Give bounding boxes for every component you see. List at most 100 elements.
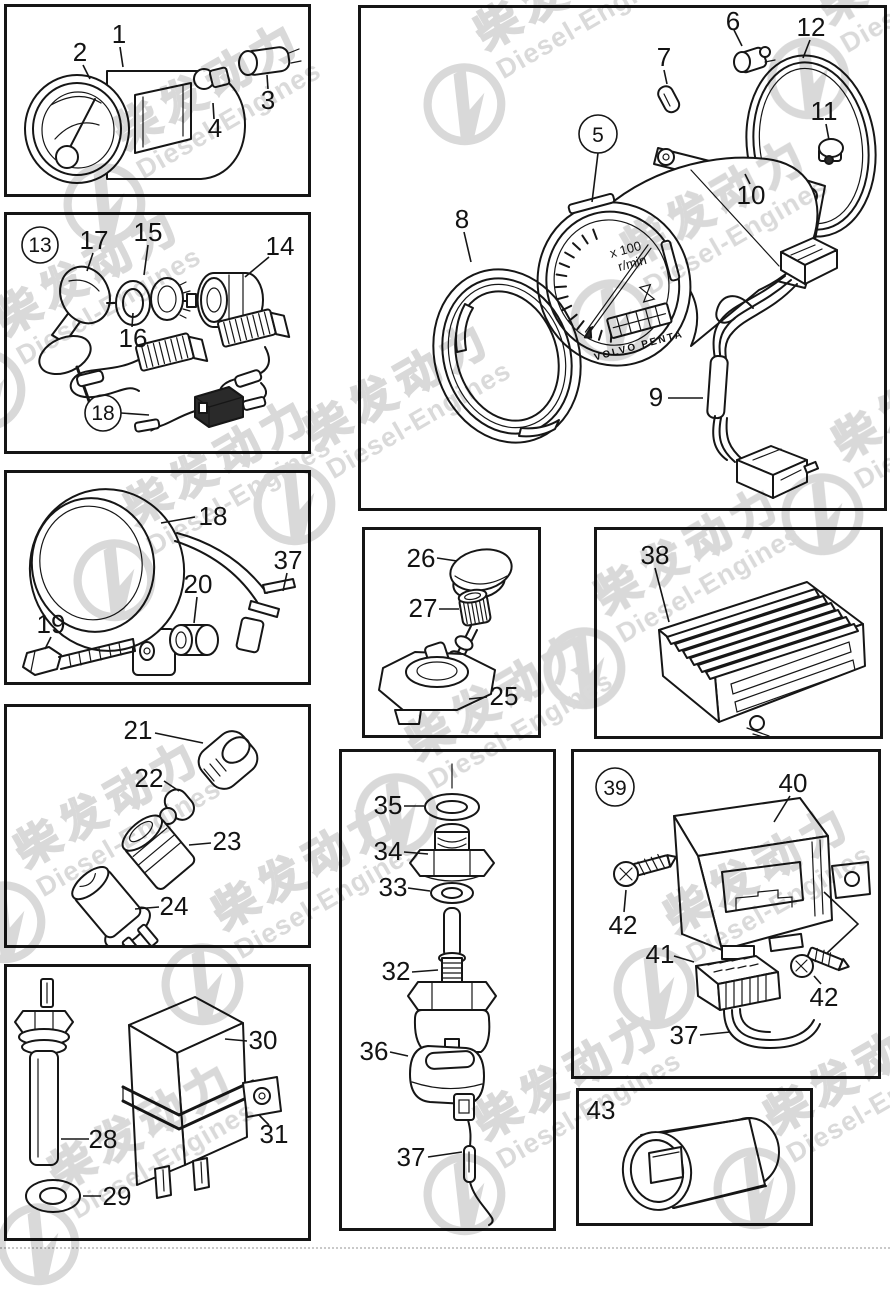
gauge-rear-drawing: 18 37 20 19 xyxy=(22,488,303,676)
callout-35: 35 xyxy=(374,790,403,820)
callout-8: 8 xyxy=(455,204,469,234)
nut-part-21 xyxy=(197,730,259,790)
bulb-socket-drawing: 21 22 23 24 xyxy=(71,715,259,945)
wiring-harness-part-18 xyxy=(69,308,291,433)
cable-part-37 xyxy=(463,1119,494,1226)
ignition-switch-kit-drawing: 13 17 15 14 16 18 xyxy=(21,217,295,433)
callout-37: 37 xyxy=(670,1020,699,1050)
connector-block-1 xyxy=(135,332,209,372)
dial-unit-label: r/min xyxy=(616,252,648,274)
rim-slot xyxy=(660,239,681,282)
harness-sleeve xyxy=(706,354,729,420)
socket-part-3 xyxy=(238,46,302,76)
panel-gauge-with-bulb: 1 2 3 4 xyxy=(4,4,311,197)
ring-tab xyxy=(518,419,560,438)
panel-sender-relay: 30 31 28 29 xyxy=(4,964,311,1241)
fuse-box xyxy=(194,386,244,428)
callout-42: 42 xyxy=(609,910,638,940)
callout-31: 31 xyxy=(260,1119,289,1149)
callout-29: 29 xyxy=(103,1181,132,1211)
page-edge-dots xyxy=(0,1247,890,1249)
knurled-nut-part-27 xyxy=(457,588,492,627)
callout-11: 11 xyxy=(811,96,838,126)
washer-part-33 xyxy=(430,882,474,904)
callout-39: 39 xyxy=(603,777,626,800)
callout-14: 14 xyxy=(266,231,295,261)
holder-part-36 xyxy=(409,1045,485,1121)
bulb-part-4 xyxy=(193,66,231,90)
callout-9: 9 xyxy=(649,382,663,412)
callouts: 43 xyxy=(587,1095,616,1125)
callouts: 26 27 25 xyxy=(407,543,519,711)
callout-17: 17 xyxy=(80,225,109,255)
callout-20: 20 xyxy=(184,569,213,599)
connector-part-41 xyxy=(695,955,821,1049)
panel-sleeve: 43 xyxy=(576,1088,813,1226)
callout-43: 43 xyxy=(587,1095,616,1125)
callout-37: 37 xyxy=(397,1142,426,1172)
connector-block-2 xyxy=(217,308,291,348)
gauge-with-bulb-drawing: 1 2 3 4 xyxy=(24,19,302,184)
callout-37: 37 xyxy=(274,545,303,575)
callout-12: 12 xyxy=(797,12,826,42)
callout-30: 30 xyxy=(249,1025,278,1055)
socket-part-24 xyxy=(71,865,159,945)
pressure-switch-drawing: 35 34 33 32 36 37 xyxy=(360,763,497,1226)
socket-part-6 xyxy=(733,46,776,74)
callout-33: 33 xyxy=(379,872,408,902)
callout-36: 36 xyxy=(360,1036,389,1066)
callout-4: 4 xyxy=(208,113,222,143)
callout-39-circle xyxy=(595,767,635,807)
callout-41: 41 xyxy=(646,939,675,969)
relay-part-30 xyxy=(121,996,255,1199)
callout-28: 28 xyxy=(89,1124,118,1154)
callout-22: 22 xyxy=(135,763,164,793)
callout-24: 24 xyxy=(160,891,189,921)
gland-part-34 xyxy=(409,823,495,882)
sleeve-part-23 xyxy=(121,814,196,890)
callout-6: 6 xyxy=(726,8,740,36)
callout-16: 16 xyxy=(119,323,148,353)
parts-diagram-page: 1 2 3 4 xyxy=(0,4,890,1249)
gauge-needle xyxy=(66,98,96,154)
sender-unit-drawing: 26 27 25 xyxy=(378,543,519,725)
callout-7: 7 xyxy=(657,42,671,72)
wires-part-37 xyxy=(174,532,296,654)
callout-3: 3 xyxy=(261,85,275,115)
screw-part-42-right xyxy=(790,946,850,978)
screw-part-42-left xyxy=(613,853,678,887)
needle-hub xyxy=(55,145,79,169)
panel-gauge-rear: 18 37 20 19 xyxy=(4,470,311,685)
tachometer-assembly-drawing: x 100 r/min VOLVO PENTA xyxy=(432,8,877,499)
callout-40: 40 xyxy=(779,768,808,798)
cap-part-26 xyxy=(449,548,513,600)
callout-42b: 42 xyxy=(810,982,839,1012)
callout-2: 2 xyxy=(73,37,87,67)
callout-18: 18 xyxy=(91,402,114,425)
sleeve-part-43 xyxy=(621,1117,780,1211)
callout-23: 23 xyxy=(213,826,242,856)
control-unit-drawing: 39 40 42 41 42 37 xyxy=(595,767,871,1050)
callouts: 18 37 20 19 xyxy=(37,501,303,650)
callout-1: 1 xyxy=(112,19,126,49)
sender-part-28 xyxy=(14,978,74,1166)
callout-18: 18 xyxy=(199,501,228,531)
ring-tab xyxy=(455,303,474,353)
callout-32: 32 xyxy=(382,956,411,986)
washer-part-35 xyxy=(424,793,480,821)
panel-sender-unit: 26 27 25 xyxy=(362,527,541,738)
panel-bulb-socket: 21 22 23 24 xyxy=(4,704,311,948)
box-part-38 xyxy=(658,581,866,736)
panel-pressure-switch: 35 34 33 32 36 37 xyxy=(339,749,556,1231)
callouts: 1 2 3 4 xyxy=(73,19,275,143)
panel-tachometer-assembly: x 100 r/min VOLVO PENTA xyxy=(358,5,887,511)
sender-relay-drawing: 30 31 28 29 xyxy=(14,978,289,1213)
box-ribs xyxy=(666,588,859,680)
callouts: 38 xyxy=(641,540,670,623)
control-unit-part-40 xyxy=(673,797,871,960)
callout-26: 26 xyxy=(407,543,436,573)
callout-13: 13 xyxy=(28,234,51,257)
rim-slot xyxy=(567,192,616,215)
callout-10: 10 xyxy=(737,180,766,210)
panel-ignition-switch-kit: 13 17 15 14 16 18 xyxy=(4,212,311,454)
